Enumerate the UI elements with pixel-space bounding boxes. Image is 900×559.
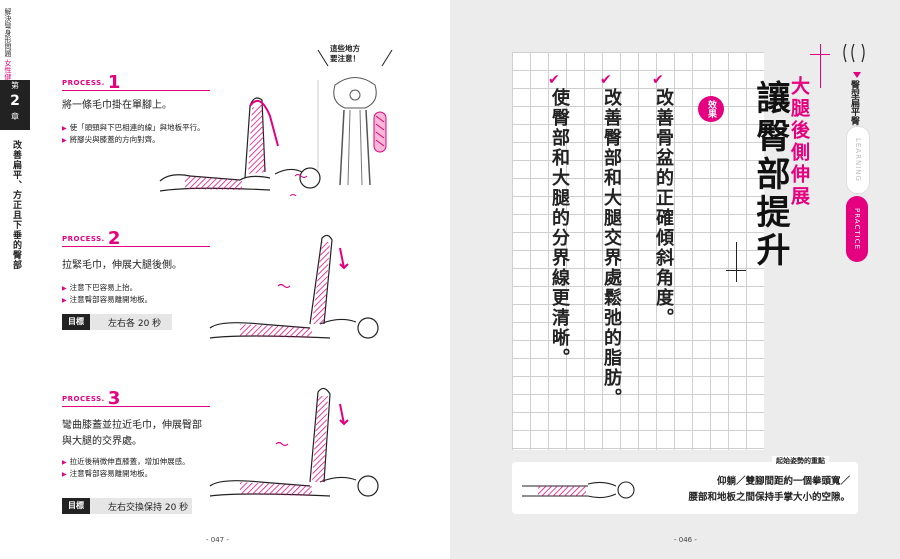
deco-line-mid-h <box>726 270 746 271</box>
deco-line-top-h <box>810 54 830 55</box>
series-line-1: 解決彎身形問題 <box>4 8 12 57</box>
pelvis-skeleton-illustration <box>317 49 393 186</box>
step1-bullet-1: 使「頭頸與下巴相連的線」與地板平行。 <box>62 122 205 134</box>
step3-bullet-2: 注意臀部容易離開地板。 <box>62 468 153 480</box>
step1-number: 1 <box>107 72 121 93</box>
pill-practice: PRACTICE <box>846 196 868 262</box>
writing-grid <box>512 52 764 450</box>
start-posture-label: 起始姿勢的重點 <box>772 456 829 466</box>
effect-badge: 效果 <box>698 96 724 122</box>
step3-instruction-2: 與大腿的交界處。 <box>62 436 142 447</box>
hip-icon <box>843 43 865 63</box>
step1-process-text: PROCESS. <box>62 79 105 87</box>
step3-instruction-1: 彎曲膝蓋並拉近毛巾，伸展臀部 <box>62 420 202 431</box>
chapter-tab: 第 2 章 <box>0 80 30 130</box>
check-icon: ✔ <box>600 72 612 88</box>
step3-process-text: PROCESS. <box>62 395 105 403</box>
step2-goal-tag: 目標 <box>62 314 90 330</box>
step1-instruction: 將一條毛巾掛在單腳上。 <box>62 100 172 111</box>
step3-number: 3 <box>107 388 121 409</box>
step2-figure <box>209 234 379 339</box>
chapter-number: 2 <box>10 93 20 109</box>
page-number-left: - 047 - <box>206 536 229 544</box>
chapter-label-top: 第 <box>11 81 19 90</box>
effect-item-2: ✔ 改善臀部和大腿交界處鬆弛的脂肪。 <box>600 72 622 408</box>
effect-text-2: 改善臀部和大腿交界處鬆弛的脂肪。 <box>601 88 622 408</box>
step2-process-text: PROCESS. <box>62 235 105 243</box>
step1-label: PROCESS.1 <box>62 72 121 93</box>
step3-goal-value: 左右交換保持 20 秒 <box>108 502 189 513</box>
hip-type-tag: 臀型扁平臀 <box>849 80 859 125</box>
effect-text-1: 改善骨盆的正確傾斜角度。 <box>653 88 674 328</box>
chapter-title: 改善扁平、方正且下垂的臀部 <box>11 140 21 270</box>
step3-bullet-1: 拉近後稍微伸直膝蓋，增加伸展感。 <box>62 456 190 468</box>
effect-item-3: ✔ 使臀部和大腿的分界線更清晰。 <box>548 72 570 368</box>
step3-goal: 目標 左右交換保持 20 秒 <box>62 498 192 514</box>
step3-rule <box>62 406 210 407</box>
step2-number: 2 <box>107 228 121 249</box>
chapter-label-bottom: 章 <box>11 112 19 121</box>
callout-text: 這些地方 要注意！ <box>330 44 360 64</box>
start-posture-figure <box>522 481 635 499</box>
step3-goal-tag: 目標 <box>62 498 90 514</box>
step1-bullet-2: 將腳尖與膝蓋的方向對齊。 <box>62 134 160 146</box>
step2-bullet-1: 注意下巴容易上抬。 <box>62 282 138 294</box>
pill-learning: LEARNING <box>846 126 870 194</box>
step3-figure <box>209 387 379 497</box>
start-posture-text: 仰躺／雙腳間距約一個拳頭寬／ 腰部和地板之間保持手掌大小的空隙。 <box>650 474 850 506</box>
check-icon: ✔ <box>548 72 560 88</box>
effect-item-1: ✔ 改善骨盆的正確傾斜角度。 <box>652 72 674 328</box>
left-page: 解決彎身形問題 女性健康必備書籍 第 2 章 改善扁平、方正且下垂的臀部 PRO… <box>0 0 450 559</box>
step2-goal: 目標 左右各 20 秒 <box>62 314 172 330</box>
start-line-2: 腰部和地板之間保持手掌大小的空隙。 <box>688 492 850 503</box>
step2-bullet-2: 注意臀部容易離開地板。 <box>62 294 153 306</box>
step2-instruction: 拉緊毛巾，伸展大腿後側。 <box>62 260 182 271</box>
main-title: 讓臀部提升 <box>750 80 790 270</box>
step2-label: PROCESS.2 <box>62 228 121 249</box>
step2-rule <box>62 246 210 247</box>
effect-text-3: 使臀部和大腿的分界線更清晰。 <box>549 88 570 368</box>
hip-tag-arrow-icon <box>853 72 861 78</box>
check-icon: ✔ <box>652 72 664 88</box>
sub-title: 大腿後側伸展 <box>788 76 810 208</box>
deco-line-top <box>820 44 821 88</box>
step2-goal-value: 左右各 20 秒 <box>108 318 162 329</box>
step1-figure <box>159 97 321 196</box>
page-number-right: - 046 - <box>674 536 697 544</box>
callout-line-2: 要注意！ <box>330 54 360 63</box>
step1-rule <box>62 90 210 91</box>
step3-label: PROCESS.3 <box>62 388 121 409</box>
deco-line-mid <box>736 242 737 282</box>
start-line-1: 仰躺／雙腳間距約一個拳頭寬／ <box>716 476 850 487</box>
callout-line-1: 這些地方 <box>330 44 360 53</box>
